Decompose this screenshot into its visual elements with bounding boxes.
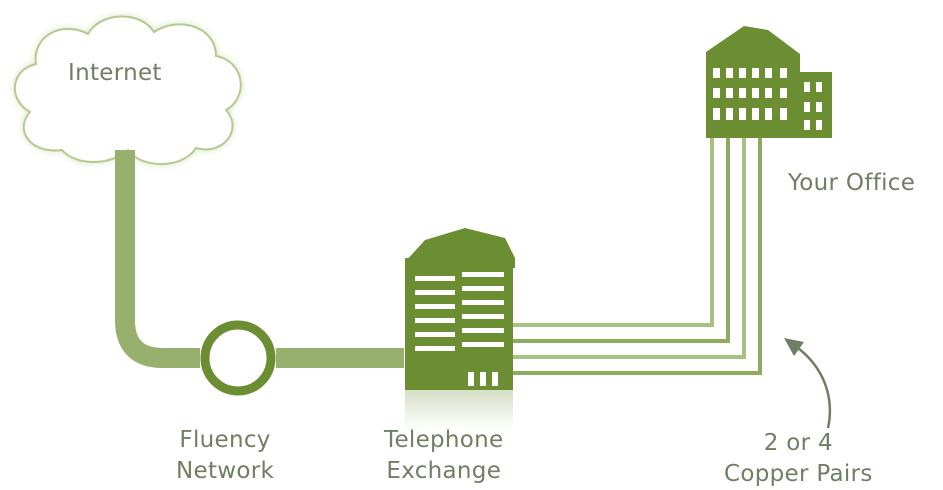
copper-line-3 — [512, 138, 746, 359]
network-pipe — [115, 150, 404, 368]
internet-cloud — [14, 15, 242, 165]
fluency-network-ring — [200, 320, 276, 396]
telephone-exchange-building — [405, 228, 515, 430]
copper-pairs-label-line2: Copper Pairs — [724, 461, 873, 487]
copper-pairs-arrow — [784, 338, 832, 429]
copper-pairs-label: 2 or 4 Copper Pairs — [724, 428, 873, 490]
telephone-exchange-label-line1: Telephone — [384, 427, 504, 453]
office-building — [706, 26, 832, 138]
copper-line-1 — [512, 138, 714, 327]
copper-line-2 — [512, 138, 730, 343]
copper-line-4 — [512, 138, 762, 375]
copper-pairs-label-line1: 2 or 4 — [763, 430, 833, 456]
telephone-exchange-label: Telephone Exchange — [384, 425, 504, 487]
fluency-network-label: Fluency Network — [176, 425, 274, 487]
fluency-network-label-line1: Fluency — [179, 427, 271, 453]
telephone-exchange-label-line2: Exchange — [386, 458, 502, 484]
internet-label: Internet — [68, 60, 162, 86]
copper-pairs — [512, 138, 762, 375]
your-office-label: Your Office — [788, 170, 916, 196]
fluency-network-label-line2: Network — [176, 458, 275, 484]
